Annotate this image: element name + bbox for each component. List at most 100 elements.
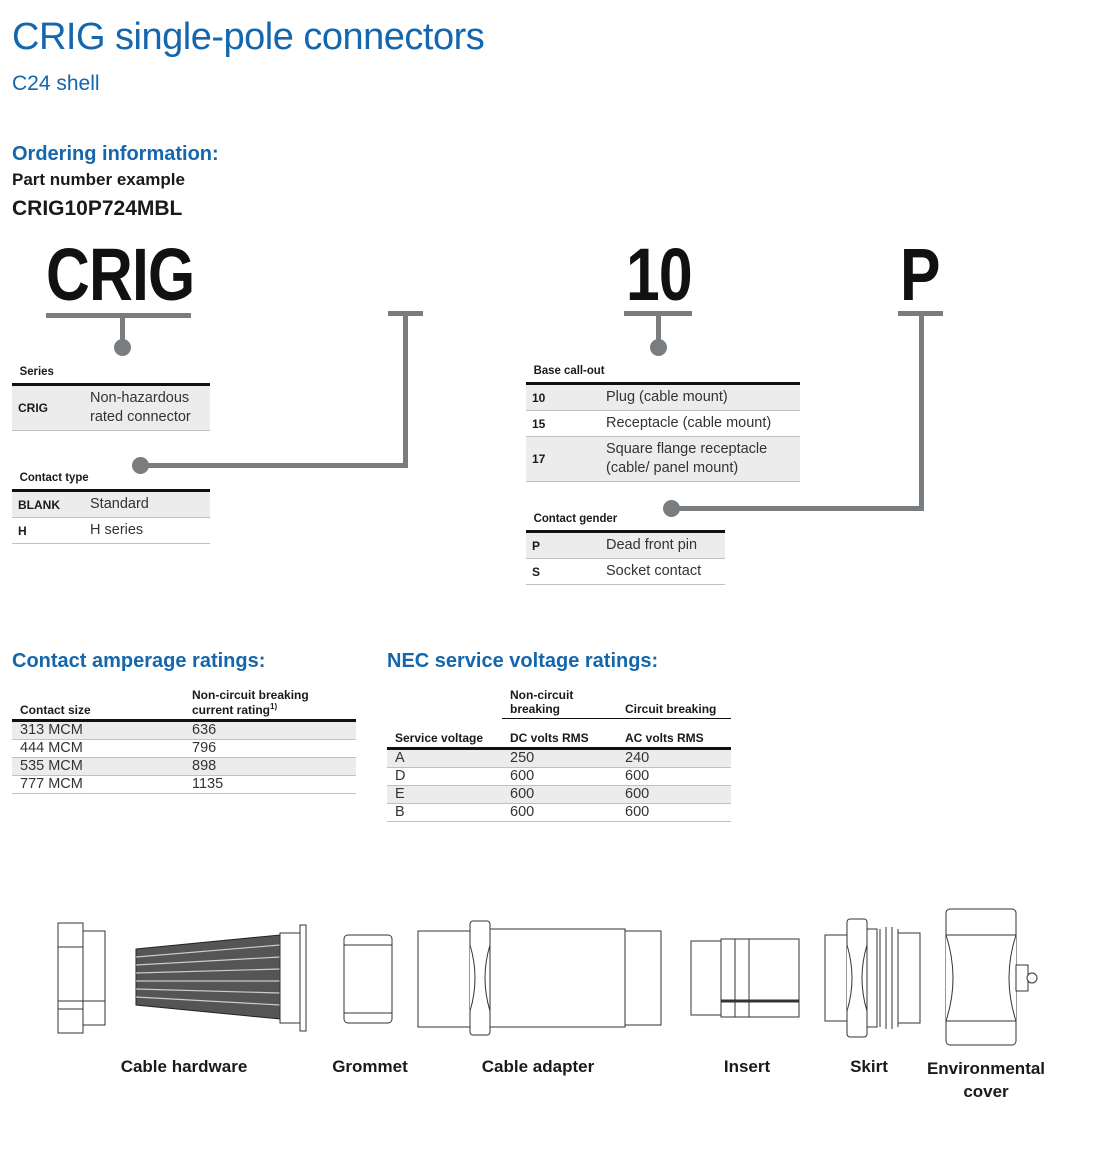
contact-gender-table: Contact gender P Dead front pin S Socket… xyxy=(526,511,725,585)
label-skirt: Skirt xyxy=(850,1057,888,1076)
example-value: CRIG10P724MBL xyxy=(12,197,183,220)
cell-rating: 898 xyxy=(184,757,356,776)
gender-desc: Socket contact xyxy=(600,558,725,585)
series-code: CRIG xyxy=(12,383,84,431)
skirt-drawing xyxy=(824,918,921,1038)
table-row: E 600 600 xyxy=(387,785,731,804)
gender-stem xyxy=(919,313,924,511)
cell-dc: 250 xyxy=(502,748,617,768)
gender-dot xyxy=(663,500,680,517)
connector-parts-illustration xyxy=(57,908,1038,1046)
label-cable-hardware: Cable hardware xyxy=(120,1057,248,1076)
contact-type-code: H xyxy=(12,517,84,544)
cell-sv: D xyxy=(387,767,502,786)
base-underline xyxy=(624,311,692,316)
cell-sv: E xyxy=(387,785,502,804)
col-ac: AC volts RMS xyxy=(617,718,731,750)
code-gender: P xyxy=(900,233,940,316)
table-row: D 600 600 xyxy=(387,767,731,786)
table-row: CRIG Non-hazardous rated connector xyxy=(12,383,210,431)
cell-size: 777 MCM xyxy=(12,775,184,794)
table-row: 777 MCM 1135 xyxy=(12,775,356,794)
base-desc: Plug (cable mount) xyxy=(600,382,800,411)
contact-type-dot xyxy=(132,457,149,474)
gender-desc: Dead front pin xyxy=(600,530,725,559)
amperage-table: Contact size Non-circuit breaking curren… xyxy=(12,686,356,794)
contact-type-caption: Contact type xyxy=(19,470,89,484)
cell-sv: B xyxy=(387,803,502,822)
contact-type-desc: Standard xyxy=(84,489,210,518)
voltage-table: Non-circuit breaking Circuit breaking Se… xyxy=(387,686,731,822)
table-row: 313 MCM 636 xyxy=(12,720,356,740)
table-row: H H series xyxy=(12,517,210,544)
environmental-cover-drawing xyxy=(945,908,1038,1046)
contact-type-stem xyxy=(403,313,408,468)
ordering-heading: Ordering information: xyxy=(12,143,219,165)
base-desc: Square flange receptacle (cable/ panel m… xyxy=(600,436,800,482)
insert-drawing xyxy=(690,938,800,1018)
cable-adapter-drawing xyxy=(417,920,662,1036)
amperage-heading: Contact amperage ratings: xyxy=(12,650,266,672)
table-row: BLANK Standard xyxy=(12,489,210,518)
group-circuit: Circuit breaking xyxy=(617,686,731,719)
cell-sv: A xyxy=(387,748,502,768)
label-cable-adapter: Cable adapter xyxy=(481,1057,595,1076)
page-subtitle: C24 shell xyxy=(12,72,100,95)
col-rating: Non-circuit breaking current rating1) xyxy=(184,686,356,722)
series-table: Series CRIG Non-hazardous rated connecto… xyxy=(12,364,210,431)
gender-code: S xyxy=(526,558,600,585)
table-row: B 600 600 xyxy=(387,803,731,822)
page-title: CRIG single-pole connectors xyxy=(12,16,485,58)
base-code: 17 xyxy=(526,436,600,482)
cell-dc: 600 xyxy=(502,785,617,804)
base-code: 15 xyxy=(526,410,600,437)
base-callout-table: Base call-out 10 Plug (cable mount) 15 R… xyxy=(526,363,800,482)
col-service-voltage: Service voltage xyxy=(387,718,502,750)
table-row: 444 MCM 796 xyxy=(12,739,356,758)
series-stem xyxy=(120,316,125,346)
cell-size: 313 MCM xyxy=(12,720,184,740)
voltage-heading: NEC service voltage ratings: xyxy=(387,650,659,672)
cell-ac: 600 xyxy=(617,767,731,786)
group-non-circuit: Non-circuit breaking xyxy=(502,686,617,719)
code-series: CRIG xyxy=(46,233,195,316)
base-stem xyxy=(656,314,661,344)
table-row: 15 Receptacle (cable mount) xyxy=(526,410,800,437)
label-insert: Insert xyxy=(723,1057,771,1076)
cell-size: 444 MCM xyxy=(12,739,184,758)
table-row: 10 Plug (cable mount) xyxy=(526,382,800,411)
cell-dc: 600 xyxy=(502,803,617,822)
table-row: 17 Square flange receptacle (cable/ pane… xyxy=(526,436,800,482)
series-desc: Non-hazardous rated connector xyxy=(84,383,210,431)
base-desc: Receptacle (cable mount) xyxy=(600,410,800,437)
label-environmental-cover: Environmental cover xyxy=(926,1059,1046,1101)
base-code: 10 xyxy=(526,382,600,411)
cell-dc: 600 xyxy=(502,767,617,786)
cell-rating: 636 xyxy=(184,720,356,740)
cell-ac: 600 xyxy=(617,785,731,804)
base-callout-caption: Base call-out xyxy=(533,363,605,377)
table-row: P Dead front pin xyxy=(526,530,725,559)
example-label: Part number example xyxy=(12,170,185,189)
cable-hardware-drawing xyxy=(57,922,307,1034)
series-caption: Series xyxy=(19,364,54,378)
col-contact-size: Contact size xyxy=(12,686,184,722)
table-row: S Socket contact xyxy=(526,558,725,585)
series-dot xyxy=(114,339,131,356)
code-base: 10 xyxy=(626,233,693,316)
contact-type-desc: H series xyxy=(84,517,210,544)
cell-ac: 240 xyxy=(617,748,731,768)
cell-ac: 600 xyxy=(617,803,731,822)
table-row: A 250 240 xyxy=(387,748,731,768)
gender-link xyxy=(672,506,924,511)
cell-rating: 1135 xyxy=(184,775,356,794)
col-dc: DC volts RMS xyxy=(502,718,617,750)
contact-gender-caption: Contact gender xyxy=(533,511,618,525)
label-grommet: Grommet xyxy=(332,1057,408,1076)
cell-rating: 796 xyxy=(184,739,356,758)
contact-type-link xyxy=(140,463,408,468)
gender-code: P xyxy=(526,530,600,559)
series-underline xyxy=(46,313,191,318)
cell-size: 535 MCM xyxy=(12,757,184,776)
contact-type-table: Contact type BLANK Standard H H series xyxy=(12,470,210,544)
